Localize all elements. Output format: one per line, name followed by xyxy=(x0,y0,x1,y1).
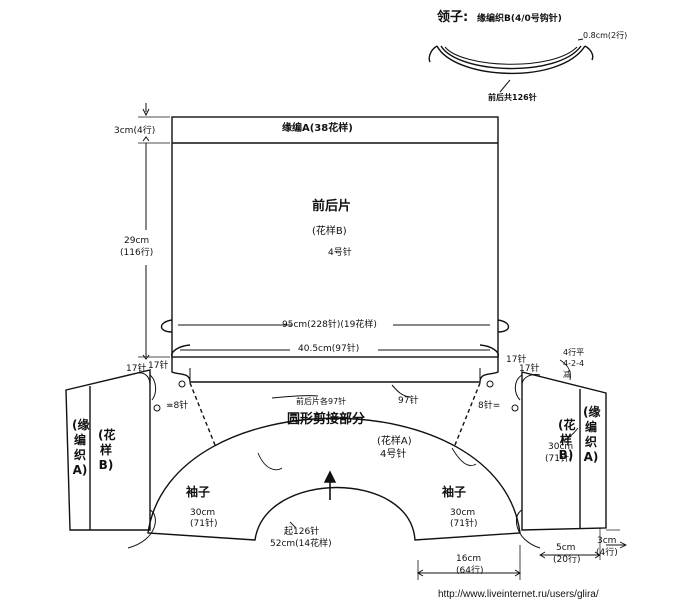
collar-drawing xyxy=(428,38,594,93)
yoke-start-label: 起126针 xyxy=(284,527,320,537)
body-height-3cm-rows: (4行) xyxy=(133,126,156,136)
yoke-start-width-label: 52cm(14花样) xyxy=(270,539,332,549)
yoke-needle-label: 4号针 xyxy=(380,449,407,460)
body-side-17-right: 17针 xyxy=(506,355,527,365)
left-cuff-drawing xyxy=(65,369,186,549)
yoke-sleeve-right-stitches: (71针) xyxy=(450,519,478,529)
yoke-rows-64: (64行) xyxy=(456,566,484,576)
watermark-url: http://www.liveinternet.ru/users/glira/ xyxy=(438,589,599,600)
collar-width-label: 0.8cm(2行) xyxy=(583,31,628,40)
body-stitches-97: 97针 xyxy=(398,396,419,406)
right-cuff-8-stitches: 8针= xyxy=(478,401,501,411)
yoke-title: 圆形剪接部分 xyxy=(287,412,366,427)
collar-stitches-label: 前后共126针 xyxy=(488,93,537,102)
right-cuff-decrease-1: 4行平 xyxy=(563,348,585,357)
body-width-95-label: 95cm(228针)(19花样) xyxy=(282,320,377,330)
body-side-17-left: 17针 xyxy=(148,361,169,371)
body-needle-label: 4号针 xyxy=(328,248,352,258)
body-edging-label: 缘编A(38花样) xyxy=(282,123,353,134)
right-cuff-width-3: 3cm xyxy=(597,536,617,546)
yoke-front-back-label: 前后片各97针 xyxy=(296,397,347,406)
body-panel-title: 前后片 xyxy=(312,199,352,214)
body-height-3cm-value: 3cm xyxy=(114,126,134,136)
collar-title: 领子: xyxy=(437,10,469,25)
body-width-405-label: 40.5cm(97针) xyxy=(298,344,360,354)
body-pattern-label: (花样B) xyxy=(312,226,347,237)
yoke-sleeve-right-cm: 30cm xyxy=(450,508,476,518)
yoke-drawing xyxy=(147,382,521,580)
yoke-pattern-label: (花样A) xyxy=(377,436,412,447)
right-cuff-pattern-label: (花样B) xyxy=(558,418,576,462)
yoke-sleeve-left-label: 袖子 xyxy=(186,485,211,499)
right-cuff-rows-20: (20行) xyxy=(553,555,581,565)
body-height-3cm: 3cm(4行) xyxy=(114,126,155,137)
body-height-29cm: 29cm xyxy=(124,236,150,246)
right-cuff-decrease-2: 4-2-4 xyxy=(563,359,585,368)
yoke-sleeve-left-stitches: (71针) xyxy=(190,519,218,529)
body-height-29cm-rows: (116行) xyxy=(120,248,154,258)
right-cuff-rows-4: (4行) xyxy=(596,548,618,558)
right-cuff-drawing xyxy=(486,359,628,560)
yoke-width-16: 16cm xyxy=(456,554,482,564)
left-cuff-edging-label: (缘编织A) xyxy=(72,418,90,477)
right-cuff-decrease-3: 减 xyxy=(563,370,571,379)
right-cuff-side-cm: 30cm xyxy=(548,442,574,452)
body-panel-drawing xyxy=(138,103,510,398)
yoke-sleeve-right-label: 袖子 xyxy=(442,485,467,499)
left-cuff-8-stitches: =8针 xyxy=(166,401,189,411)
right-cuff-17-stitches: 17针 xyxy=(519,364,540,374)
right-cuff-width-5: 5cm xyxy=(556,543,576,553)
yoke-sleeve-left-cm: 30cm xyxy=(190,508,216,518)
left-cuff-17-stitches: 17针 xyxy=(126,364,147,374)
left-cuff-pattern-label: (花样B) xyxy=(98,428,116,472)
collar-edging-label: 缘编织B(4/0号钩针) xyxy=(477,14,562,24)
right-cuff-side-stitches: (71针) xyxy=(545,454,573,464)
right-cuff-edging-label: (缘编织A) xyxy=(583,405,601,464)
